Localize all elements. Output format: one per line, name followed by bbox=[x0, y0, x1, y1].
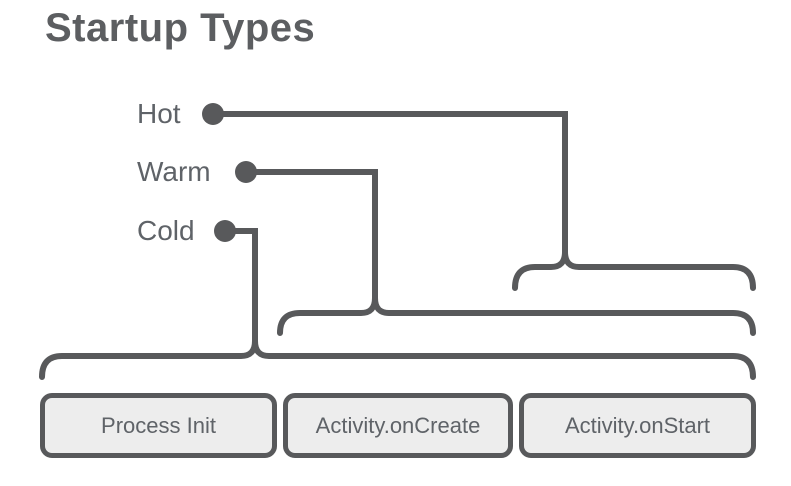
cold-connector-line bbox=[225, 228, 258, 341]
phase-box-process-init: Process Init bbox=[40, 393, 277, 458]
startup-type-label-cold: Cold bbox=[137, 215, 195, 246]
warm-dot bbox=[235, 161, 257, 183]
cold-dot bbox=[214, 220, 236, 242]
hot-connector-line bbox=[213, 111, 568, 252]
hot-dot bbox=[202, 103, 224, 125]
warm-connector-line bbox=[246, 169, 378, 298]
phase-box-activity-onstart: Activity.onStart bbox=[519, 393, 756, 458]
page-title: Startup Types bbox=[45, 6, 316, 50]
cold-brace bbox=[39, 340, 756, 380]
startup-type-label-hot: Hot bbox=[137, 98, 181, 129]
phase-box-activity-oncreate: Activity.onCreate bbox=[283, 393, 513, 458]
startup-type-label-warm: Warm bbox=[137, 156, 211, 187]
hot-brace bbox=[512, 251, 756, 291]
warm-brace bbox=[277, 297, 756, 336]
